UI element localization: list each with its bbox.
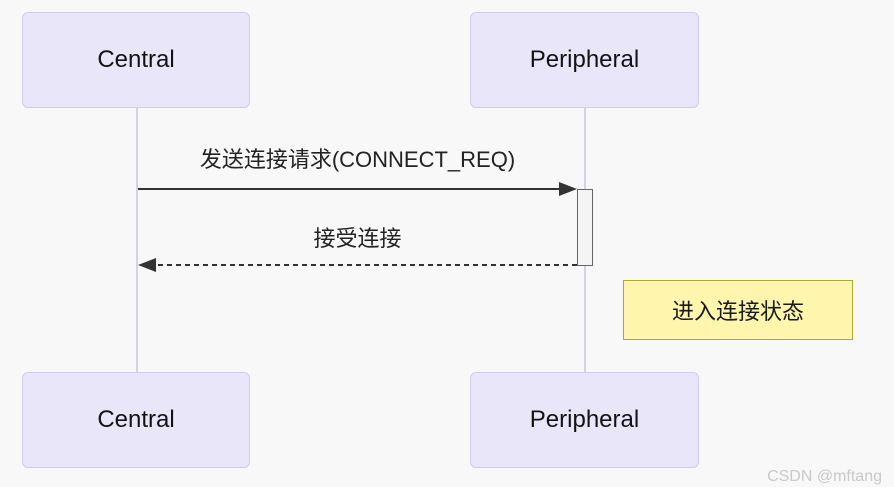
actor-box-peripheral-bottom: Peripheral [470,372,699,468]
actor-label-peripheral-bottom: Peripheral [529,406,640,433]
actor-label-central-top: Central [97,46,175,73]
actor-label-peripheral-top: Peripheral [529,46,640,73]
lifeline-central [136,108,138,372]
actor-label-central-bottom: Central [97,406,175,433]
actor-box-central-bottom: Central [22,372,250,468]
actor-box-central-top: Central [22,12,250,108]
activation-bar-peripheral [577,189,593,266]
note-label: 进入连接状态 [671,299,804,324]
message-label-connect-req: 发送连接请求(CONNECT_REQ) [199,147,516,172]
watermark: CSDN @mftang [767,468,882,485]
note-box: 进入连接状态 [623,280,853,340]
actor-box-peripheral-top: Peripheral [470,12,699,108]
message-label-accept: 接受连接 [313,226,402,251]
